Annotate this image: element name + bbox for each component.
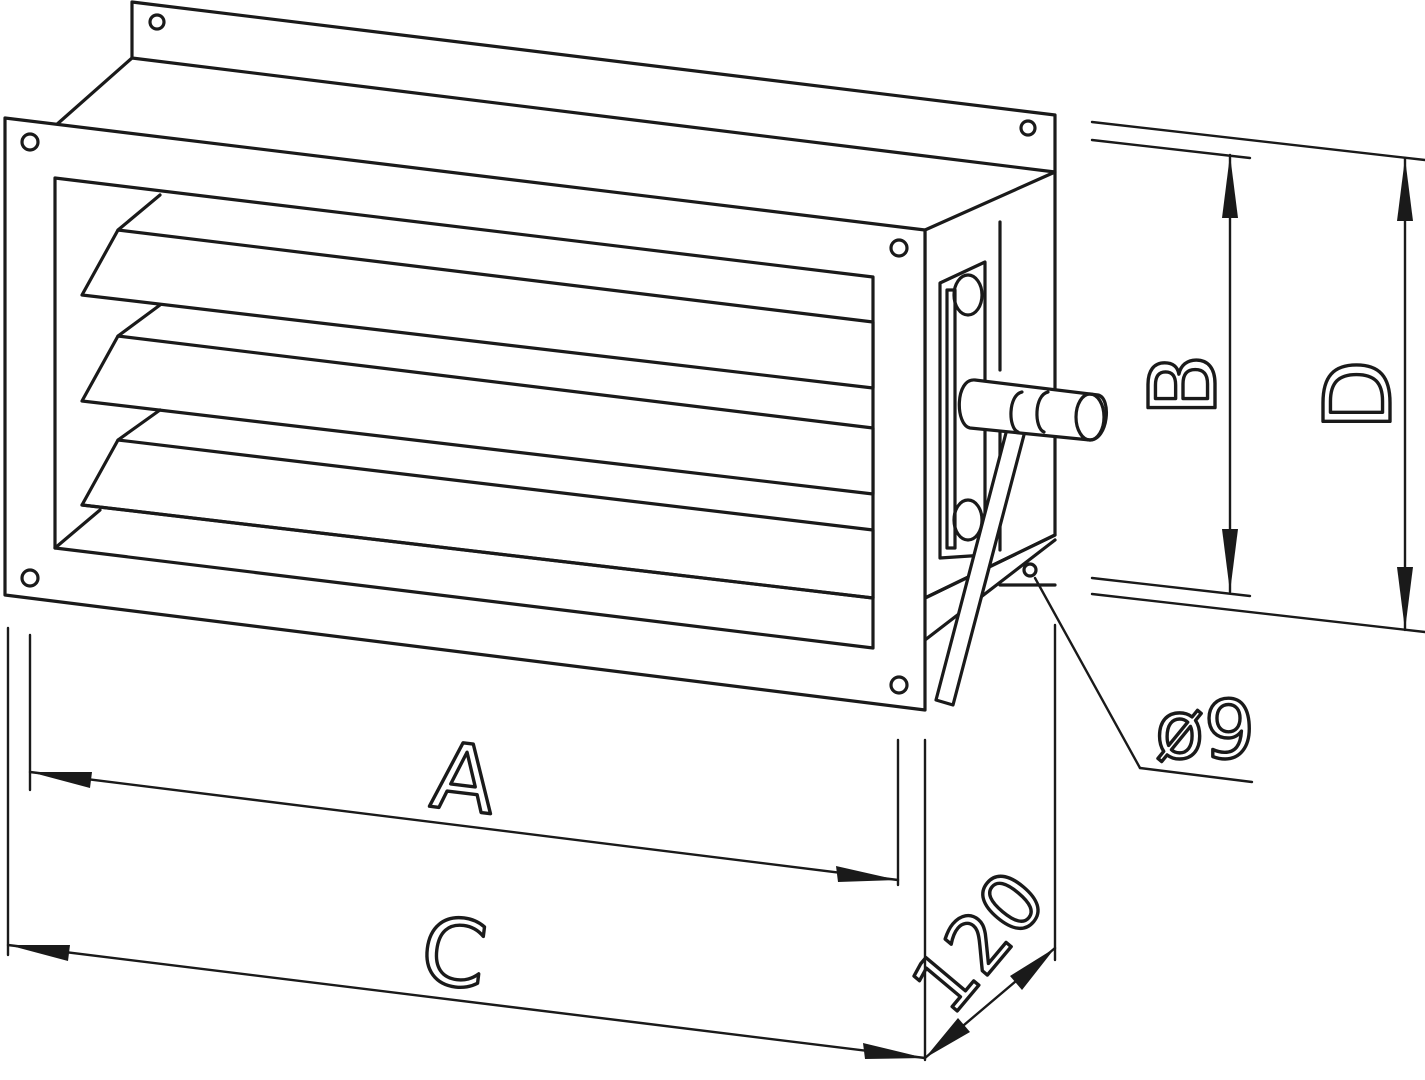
front-flange-hole-bottom-right xyxy=(889,675,909,695)
dimension-a xyxy=(28,633,900,887)
actuator-assembly xyxy=(934,260,1108,707)
back-flange-hole-right xyxy=(1019,119,1037,137)
dimension-depth xyxy=(923,623,1057,1060)
mounting-hole xyxy=(1022,562,1254,784)
louvre-blades xyxy=(53,193,875,600)
label-d: D xyxy=(1305,360,1412,431)
label-a: A xyxy=(426,722,502,836)
dimension-b xyxy=(1090,138,1252,598)
back-flange-hole-left xyxy=(148,13,166,31)
front-flange-hole-top-left xyxy=(20,132,40,152)
front-flange-hole-top-right xyxy=(889,238,909,258)
label-c: C xyxy=(415,897,492,1011)
front-flange-hole-bottom-left xyxy=(20,568,40,588)
label-b: B xyxy=(1130,353,1237,416)
dimension-c xyxy=(6,626,927,1062)
dimension-d xyxy=(1090,120,1425,634)
shaft xyxy=(957,378,1108,442)
label-hole-diameter: ø9 xyxy=(1155,684,1255,777)
label-depth: 120 xyxy=(894,854,1063,1031)
